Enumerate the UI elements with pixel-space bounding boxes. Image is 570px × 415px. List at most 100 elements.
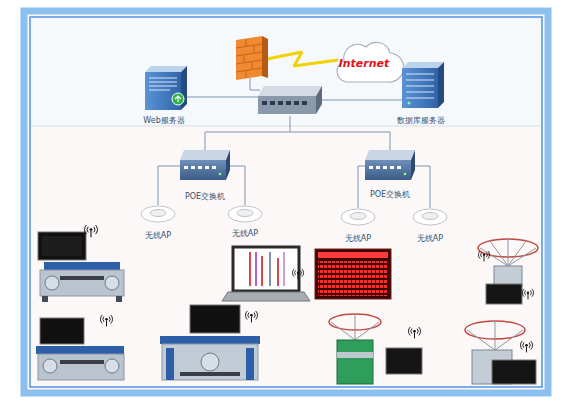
loom-machine xyxy=(180,372,240,376)
led-board xyxy=(315,249,391,299)
core-switch-icon xyxy=(286,101,291,105)
poe-switch-icon xyxy=(205,166,209,169)
network-wire xyxy=(185,97,258,98)
server-icon xyxy=(149,90,170,91)
server-icon xyxy=(172,93,184,105)
poe-switch-icon xyxy=(365,160,411,180)
access-point-icon xyxy=(341,209,375,225)
network-link xyxy=(230,166,245,205)
node-label: 无线AP xyxy=(417,234,443,244)
wifi-symbol xyxy=(478,251,489,262)
loom-machine xyxy=(60,276,104,280)
knitting-machine xyxy=(337,352,373,358)
access-point-node: 无线AP xyxy=(333,208,383,244)
access-point-icon xyxy=(422,213,438,220)
core-switch-icon xyxy=(294,101,299,105)
core-switch-icon xyxy=(258,96,316,114)
server-icon xyxy=(406,86,434,87)
loom-machine xyxy=(160,336,260,344)
knitting-machine xyxy=(495,320,496,352)
network-wire xyxy=(290,116,291,132)
poe-switch-icon xyxy=(180,160,226,180)
node-label: POE交换机 xyxy=(185,192,225,202)
access-point-icon xyxy=(228,206,262,222)
server-icon xyxy=(406,98,434,99)
access-point-icon xyxy=(413,209,447,225)
knitting-machine xyxy=(490,241,508,266)
poe-switch-icon xyxy=(411,150,415,180)
knitting-machine xyxy=(467,320,523,352)
poe-switch-icon xyxy=(191,166,195,169)
core-switch-icon xyxy=(262,101,267,105)
knitting-machine xyxy=(495,330,523,350)
poe-switch-icon xyxy=(369,166,401,169)
core-switch-icon xyxy=(270,101,275,105)
core-switch-icon xyxy=(262,101,307,105)
loom-machine xyxy=(44,262,120,270)
network-wire xyxy=(205,132,206,150)
firewall-icon xyxy=(236,36,262,80)
core-switch-icon xyxy=(278,101,283,105)
access-point-node: 无线AP xyxy=(405,208,455,244)
firewall-icon xyxy=(246,70,247,78)
server-icon xyxy=(406,74,434,98)
knitting-machine xyxy=(492,360,536,384)
loom-machine xyxy=(38,232,124,302)
loom-machine xyxy=(38,354,124,380)
knitting-machine xyxy=(467,330,495,350)
access-point-icon xyxy=(237,210,253,217)
frame xyxy=(31,126,541,127)
knitting-machine xyxy=(337,340,373,384)
poe-switch-icon xyxy=(219,173,222,176)
knitting-machine xyxy=(386,348,422,374)
firewall-icon xyxy=(236,52,262,56)
server-icon xyxy=(406,80,434,81)
knitting-machine xyxy=(331,314,379,340)
access-point-icon xyxy=(141,206,175,222)
switch-node: POE交换机 xyxy=(365,148,415,200)
laptop-monitor xyxy=(222,292,310,301)
loom-machine xyxy=(201,353,219,371)
node-label: Web服务器 xyxy=(143,116,184,126)
access-point-node: 无线AP xyxy=(220,205,270,239)
poe-switch-icon xyxy=(376,166,380,169)
loom-machine xyxy=(40,270,124,296)
poe-switch-icon xyxy=(180,150,230,160)
server-icon xyxy=(406,74,434,75)
server-icon xyxy=(149,86,177,87)
wifi-symbol xyxy=(85,225,98,237)
firewall-icon xyxy=(254,45,255,53)
laptop-monitor xyxy=(261,256,263,286)
firewall-icon xyxy=(236,68,262,72)
server-icon xyxy=(408,102,411,105)
poe-switch-icon xyxy=(397,166,401,169)
loom-machine xyxy=(42,236,82,256)
cloud-shape xyxy=(337,42,403,82)
knitting-machine xyxy=(329,314,422,384)
knitting-machine xyxy=(494,266,522,286)
network-link xyxy=(158,166,180,205)
access-point-node: 无线AP xyxy=(133,205,183,241)
wifi-symbol xyxy=(522,289,533,300)
network-wire xyxy=(390,132,391,150)
server-icon xyxy=(149,82,177,83)
access-point-icon xyxy=(150,210,166,217)
node-label: POE交换机 xyxy=(370,190,410,200)
frame xyxy=(24,11,548,393)
poe-switch-icon xyxy=(383,166,387,169)
server-icon xyxy=(402,68,438,108)
server-icon xyxy=(438,62,444,108)
led-board xyxy=(315,249,391,299)
firewall-icon xyxy=(236,39,262,78)
loom-machine xyxy=(40,318,84,344)
core-switch-icon xyxy=(258,86,322,96)
core-switch-icon xyxy=(302,101,307,105)
poe-switch-icon xyxy=(184,166,188,169)
lightning-link xyxy=(262,52,338,66)
knitting-machine xyxy=(355,322,379,340)
laptop-monitor xyxy=(250,252,284,286)
loom-machine xyxy=(166,348,174,380)
laptop-monitor xyxy=(283,252,285,286)
